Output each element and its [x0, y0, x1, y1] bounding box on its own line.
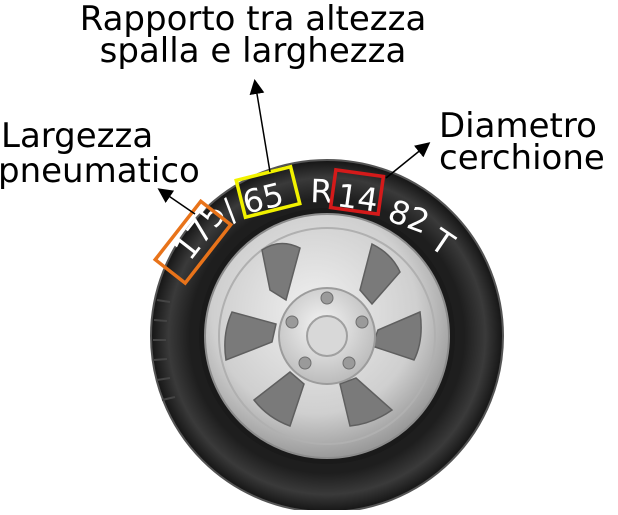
aspect-ratio-label-line1: Rapporto tra altezza — [80, 0, 427, 39]
aspect-arrow — [249, 79, 271, 173]
callout-labels: Rapporto tra altezza spalla e larghezza … — [0, 0, 605, 191]
tire-width-label-line1: Largezza — [1, 116, 153, 156]
rim-diameter-label-line1: Diametro — [439, 106, 597, 146]
rim-highlight-box — [328, 167, 386, 217]
lug-nuts — [285, 291, 369, 370]
rim-spoke-windows — [224, 242, 422, 427]
rim-diameter-label-line2: cerchione — [439, 138, 605, 178]
tire-width-label-line2: pneumatico — [0, 151, 200, 191]
aspect-ratio-label-line2: spalla e larghezza — [100, 31, 407, 71]
width-highlight-box — [152, 198, 234, 286]
highlight-boxes — [152, 164, 386, 286]
center-cap — [306, 315, 348, 357]
rim-lip — [218, 227, 436, 445]
sidewall-construction: R — [310, 172, 334, 211]
tread-marks — [153, 299, 176, 401]
aspect-highlight-box — [234, 164, 302, 220]
rim-arrow — [385, 142, 431, 179]
rim — [204, 213, 450, 459]
width-arrow — [157, 188, 196, 215]
callout-arrows — [157, 79, 431, 215]
